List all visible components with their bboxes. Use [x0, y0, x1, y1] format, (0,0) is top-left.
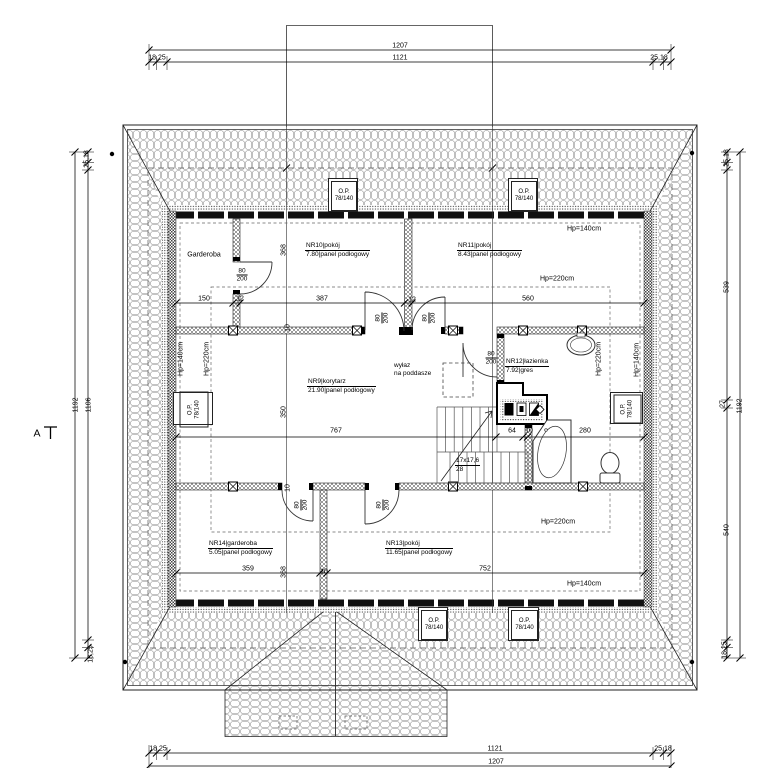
- dim: 1106: [85, 397, 93, 413]
- dim: 539: [723, 281, 731, 293]
- dim: 1207: [392, 42, 408, 50]
- roof-window-box: O.P.78/140: [508, 178, 538, 212]
- dim: 1121: [487, 745, 503, 753]
- door-nr11: [411, 296, 446, 331]
- section-letter: A: [33, 427, 41, 440]
- dim: 25,18: [650, 54, 668, 62]
- dim: 18,25: [87, 645, 95, 663]
- doors: [239, 261, 498, 525]
- axis-dots: [109, 150, 695, 665]
- wall-plate-bands: [162, 205, 658, 613]
- dim: 64: [508, 427, 516, 435]
- room-label-garderoba: Garderoba: [187, 251, 221, 259]
- dim: 25,18: [723, 149, 731, 167]
- hp-label: Hp=140cm: [566, 580, 602, 588]
- door-bathroom: [462, 342, 498, 378]
- hp-label: Hp=220cm: [595, 341, 603, 377]
- bathroom-fixtures: [532, 332, 621, 484]
- dim: 1192: [72, 397, 80, 413]
- dim: 1192: [736, 398, 744, 414]
- dim: 10: [284, 324, 292, 332]
- roof-window-box: O.P.78/140: [418, 607, 448, 641]
- roof-hatch: [127, 129, 693, 737]
- hp-label: Hp=140cm: [177, 341, 185, 377]
- dim: 368: [280, 566, 288, 578]
- dim: 12: [236, 295, 244, 303]
- hp-label: Hp=220cm: [203, 341, 211, 377]
- stairs: [436, 406, 529, 484]
- exterior-walls: [167, 210, 653, 608]
- section-marker-symbol: [44, 426, 57, 439]
- dim: 359: [242, 565, 254, 573]
- dim: 1207: [488, 758, 504, 766]
- dim: 12: [408, 296, 416, 304]
- roof-window-box: O.P.78/140: [328, 178, 358, 212]
- door-nr13: [364, 489, 400, 525]
- dim: 350: [280, 406, 288, 418]
- dim: 25,18: [83, 150, 91, 168]
- chimney: [496, 382, 548, 425]
- hp-label: Hp=220cm: [539, 275, 575, 283]
- dim: 27: [719, 400, 727, 408]
- hp-label: Hp=220cm: [540, 518, 576, 526]
- dim: 540: [723, 524, 731, 536]
- dim: 10: [320, 568, 328, 576]
- attic-hatch-outline: [442, 362, 474, 398]
- dim: 368: [280, 244, 288, 256]
- dim: 18,25: [721, 641, 729, 659]
- dim: 280: [579, 427, 591, 435]
- roof-window-box: O.P.78/140: [610, 392, 643, 424]
- dim: 767: [330, 427, 342, 435]
- door-nr14: [281, 489, 314, 522]
- hp-label: Hp=140cm: [566, 225, 602, 233]
- dim: 18,25: [149, 745, 167, 753]
- dim: 150: [198, 295, 210, 303]
- chimney-vent-diamond: [535, 404, 545, 415]
- door-garderoba: [239, 261, 273, 295]
- dim: 10: [525, 427, 533, 435]
- dim: 18,25: [148, 54, 166, 62]
- door-nr10: [364, 291, 405, 332]
- dim: 10: [284, 484, 292, 492]
- roof-outline: [122, 124, 698, 737]
- dim: 387: [316, 295, 328, 303]
- hp-label: Hp=140cm: [633, 342, 641, 378]
- dim: 1121: [392, 54, 408, 62]
- dim: 752: [479, 565, 491, 573]
- dim: 560: [522, 295, 534, 303]
- roof-window-box: O.P.78/140: [173, 391, 213, 428]
- dim: 25,18: [654, 745, 672, 753]
- dimension-lines: [69, 44, 746, 768]
- wall-posts: [228, 325, 588, 492]
- roof-window-box: O.P.78/140: [508, 607, 539, 641]
